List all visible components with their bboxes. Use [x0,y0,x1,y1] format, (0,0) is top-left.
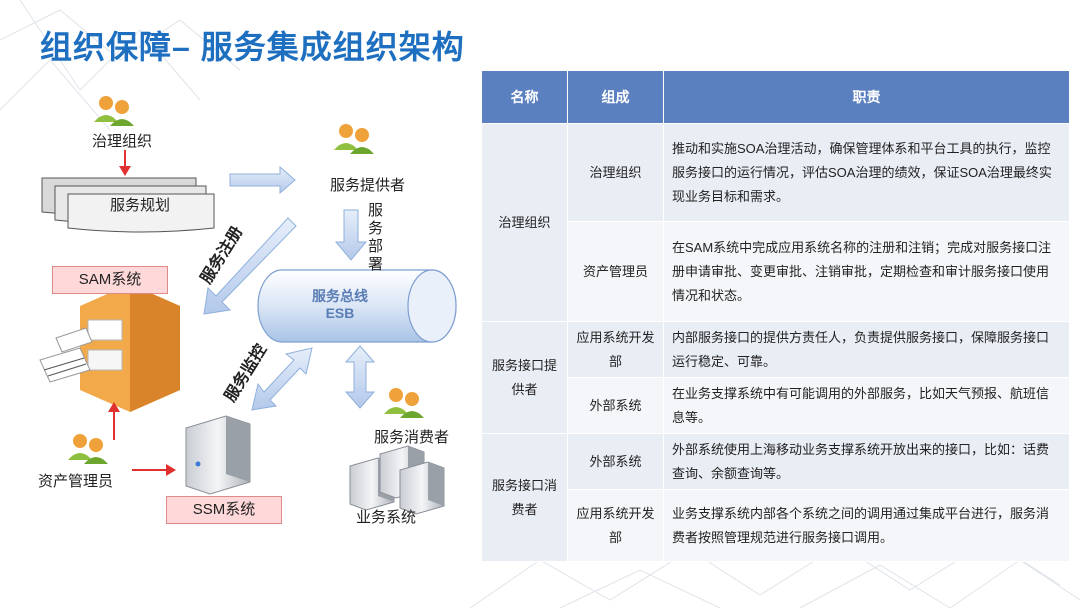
component-cell: 应用系统开发部 [567,321,664,378]
arrow-register [203,217,297,315]
people-icon-consumer [384,388,424,418]
arrow-deploy [334,209,368,261]
esb-label-line1: 服务总线 [312,288,368,304]
label-service-consumer: 服务消费者 [374,429,450,446]
arrow-to-provider [229,165,296,195]
business-system-servers-icon [349,445,445,515]
label-service-provider: 服务提供者 [330,177,406,194]
responsibility-table: 名称 组成 职责 治理组织 治理组织 推动和实施SOA治理活动，确保管理体系和平… [481,70,1070,562]
slide-title: 组织保障– 服务集成组织架构 [40,29,465,65]
group-name-cell: 治理组织 [481,123,568,322]
red-arrow-up [108,402,120,440]
header-name: 名称 [481,70,568,124]
component-cell: 资产管理员 [567,221,664,322]
architecture-diagram: 治理组织 服务规划 服务提供者 服务部署 服务注册 SAM系统 服务总线 ESB… [0,70,470,608]
duty-cell: 在业务支撑系统中有可能调用的外部服务，比如天气预报、航班信息等。 [663,377,1070,434]
red-arrow-right [132,464,176,476]
duty-cell: 内部服务接口的提供方责任人，负责提供服务接口，保障服务接口运行稳定、可靠。 [663,321,1070,378]
esb-label-line2: ESB [325,305,355,321]
table-row: 服务接口消费者 外部系统 外部系统使用上海移动业务支撑系统开放出来的接口，比如：… [481,433,1070,562]
people-icon-provider [334,124,374,154]
red-arrow-down-1 [119,150,131,176]
ssm-server-icon [185,415,251,495]
duty-cell: 推动和实施SOA治理活动，确保管理体系和平台工具的执行，监控服务接口的运行情况，… [663,123,1070,222]
label-business-system: 业务系统 [356,509,417,526]
group-name-cell: 服务接口消费者 [481,433,568,562]
table-row: 治理组织 治理组织 推动和实施SOA治理活动，确保管理体系和平台工具的执行，监控… [481,123,1070,322]
esb-barrel [257,269,457,343]
arrow-monitor [251,347,313,411]
label-governance-org: 治理组织 [92,133,153,150]
label-service-deploy: 服务部署 [368,202,384,273]
table-row: 应用系统开发部 业务支撑系统内部各个系统之间的调用通过集成平台进行，服务消费者按… [482,489,1070,562]
table-header-row: 名称 组成 职责 [481,70,1070,124]
group-name-cell: 服务接口提供者 [481,321,568,434]
arrow-consumer [344,345,376,409]
table-row: 服务接口提供者 应用系统开发部 内部服务接口的提供方责任人，负责提供服务接口，保… [481,321,1070,434]
duty-cell: 业务支撑系统内部各个系统之间的调用通过集成平台进行，服务消费者按照管理规范进行服… [663,489,1070,562]
header-duty: 职责 [663,70,1070,124]
duty-cell: 外部系统使用上海移动业务支撑系统开放出来的接口，比如：话费查询、余额查询等。 [663,433,1070,490]
service-planning-stack [41,177,215,233]
ssm-system-box: SSM系统 [166,496,282,524]
esb-label: 服务总线 ESB [290,288,390,322]
header-component: 组成 [567,70,664,124]
component-cell: 应用系统开发部 [567,489,664,562]
table-row: 外部系统 在业务支撑系统中有可能调用的外部服务，比如天气预报、航班信息等。 [482,377,1070,434]
diagram-graphics [39,96,457,515]
sam-cabinet-icon [39,284,180,412]
duty-cell: 在SAM系统中完成应用系统名称的注册和注销；完成对服务接口注册申请审批、变更审批… [663,221,1070,322]
component-cell: 外部系统 [567,433,664,490]
component-cell: 外部系统 [567,377,664,434]
component-cell: 治理组织 [567,123,664,222]
people-icon-asset-admin [68,434,108,464]
people-icon-governance [94,96,134,126]
label-service-planning: 服务规划 [110,197,171,214]
table-row: 资产管理员 在SAM系统中完成应用系统名称的注册和注销；完成对服务接口注册申请审… [482,221,1070,322]
label-asset-admin: 资产管理员 [38,473,114,490]
sam-system-box: SAM系统 [52,266,168,294]
